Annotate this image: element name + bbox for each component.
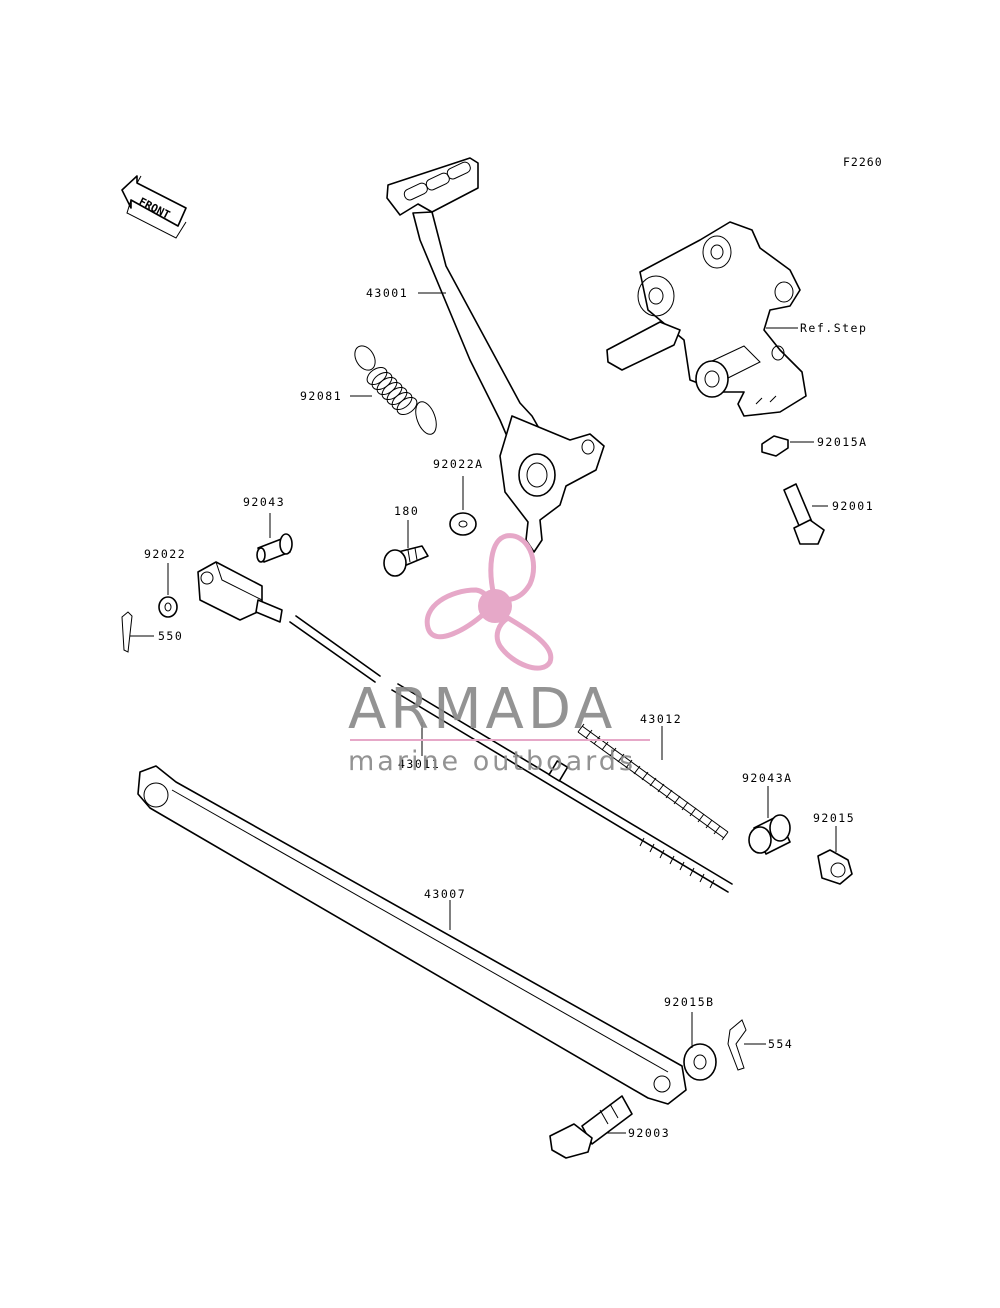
- return-spring-92081: [354, 345, 437, 435]
- brake-rod-spring-43012: [577, 723, 729, 841]
- callout-92015: 92015: [813, 811, 855, 825]
- footstep-bracket: [606, 221, 807, 417]
- callout-43011: 43011: [398, 757, 440, 771]
- brake-link-43007: [137, 765, 687, 1105]
- callout-180: 180: [394, 504, 419, 518]
- nut-92015A: [761, 435, 789, 457]
- bolt-92003: [549, 1095, 633, 1159]
- callout-43001: 43001: [366, 286, 408, 300]
- bolt-180: [383, 545, 429, 577]
- callout-labels: 43001 92081 92022A 180 92043 92022 550 9…: [144, 286, 874, 1140]
- figure-code: F2260: [843, 155, 883, 169]
- nut-92015B: [683, 1043, 717, 1081]
- watermark-tagline: marine outboards: [348, 746, 636, 777]
- nut-92015: [817, 849, 853, 885]
- callout-92022A: 92022A: [433, 457, 484, 471]
- clip-554: [727, 1019, 747, 1071]
- callout-554: 554: [768, 1037, 793, 1051]
- pin-92043: [256, 533, 293, 563]
- watermark-brand: ARMADA: [348, 677, 616, 742]
- callout-92003: 92003: [628, 1126, 670, 1140]
- callout-43007: 43007: [424, 887, 466, 901]
- brake-pedal-43001: [386, 157, 605, 553]
- callout-92015A: 92015A: [817, 435, 868, 449]
- brake-rod-43011: [289, 615, 733, 893]
- ref-step-label: Ref.Step: [800, 321, 867, 335]
- callout-92022: 92022: [144, 547, 186, 561]
- callout-leaders: [130, 292, 837, 1134]
- clevis-joint: [197, 561, 283, 623]
- washer-92022: [158, 596, 178, 618]
- callout-92081: 92081: [300, 389, 342, 403]
- collar-92043A: [748, 814, 791, 855]
- armada-watermark: ARMADA marine outboards: [348, 533, 650, 777]
- callout-550: 550: [158, 629, 183, 643]
- front-arrow-icon: FRONT: [121, 175, 187, 239]
- washer-92022A: [449, 512, 477, 536]
- callout-92043: 92043: [243, 495, 285, 509]
- callout-92001: 92001: [832, 499, 874, 513]
- cotter-pin-550: [121, 611, 133, 653]
- callout-92043A: 92043A: [742, 771, 793, 785]
- callout-92015B: 92015B: [664, 995, 715, 1009]
- callout-43012: 43012: [640, 712, 682, 726]
- propeller-hub: [478, 589, 512, 623]
- bolt-92001: [783, 483, 825, 545]
